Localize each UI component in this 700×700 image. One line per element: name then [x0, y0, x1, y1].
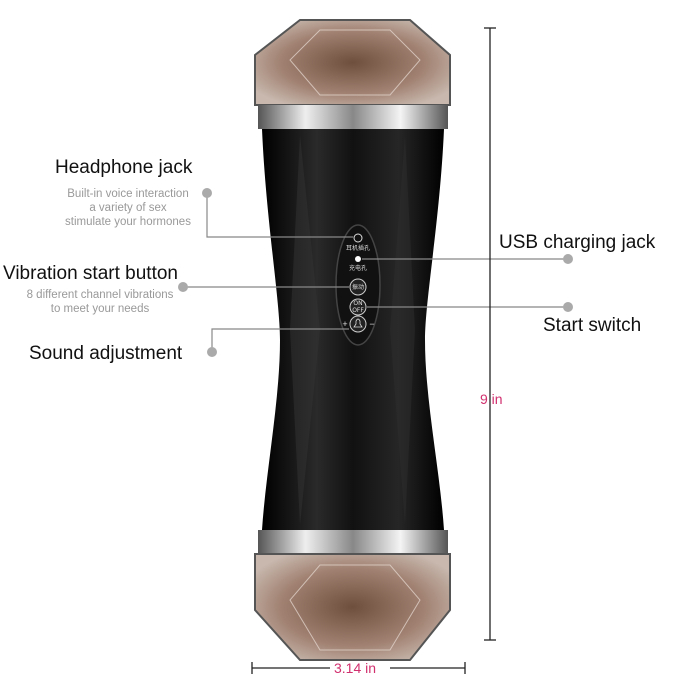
volume-down-label: −	[369, 319, 374, 329]
leader-lines	[183, 195, 568, 352]
callout-dots	[178, 188, 573, 357]
desc-line: to meet your needs	[50, 303, 150, 315]
headphone-jack-cn-label: 耳机插孔	[346, 244, 370, 252]
desc-line: stimulate your hormones	[65, 216, 191, 228]
headphone-jack-description: Built-in voice interaction a variety of …	[57, 187, 199, 229]
top-ring	[258, 105, 448, 129]
desc-line: a variety of sex	[89, 202, 167, 214]
on-off-switch[interactable]	[349, 298, 367, 316]
bottom-cap	[254, 553, 451, 661]
top-cap	[254, 19, 451, 106]
start-switch-title: Start switch	[543, 315, 642, 336]
sound-adjustment-title: Sound adjustment	[29, 343, 183, 364]
desc-line: Built-in voice interaction	[67, 188, 189, 200]
dimension-lines	[251, 27, 496, 674]
desc-line: 8 different channel vibrations	[26, 289, 174, 301]
vibration-button-description: 8 different channel vibrations to meet y…	[12, 288, 188, 316]
vibration-button[interactable]	[349, 278, 367, 296]
off-label: OFF	[352, 307, 364, 314]
sound-button[interactable]	[349, 315, 367, 333]
charge-cn-label: 充电孔	[349, 264, 367, 272]
width-dimension: 3.14 in	[334, 660, 377, 676]
headphone-jack[interactable]	[353, 233, 363, 243]
height-dimension: 9 in	[480, 391, 503, 407]
bell-icon	[353, 318, 363, 328]
bottom-ring	[258, 530, 448, 554]
on-label: ON	[353, 300, 362, 307]
vibration-button-title: Vibration start button	[3, 263, 178, 284]
usb-charging-jack[interactable]	[355, 256, 361, 262]
volume-up-label: +	[342, 319, 347, 329]
headphone-jack-title: Headphone jack	[55, 157, 193, 178]
usb-charging-jack-title: USB charging jack	[499, 232, 656, 253]
vibrate-cn-label: 振动	[352, 283, 364, 291]
